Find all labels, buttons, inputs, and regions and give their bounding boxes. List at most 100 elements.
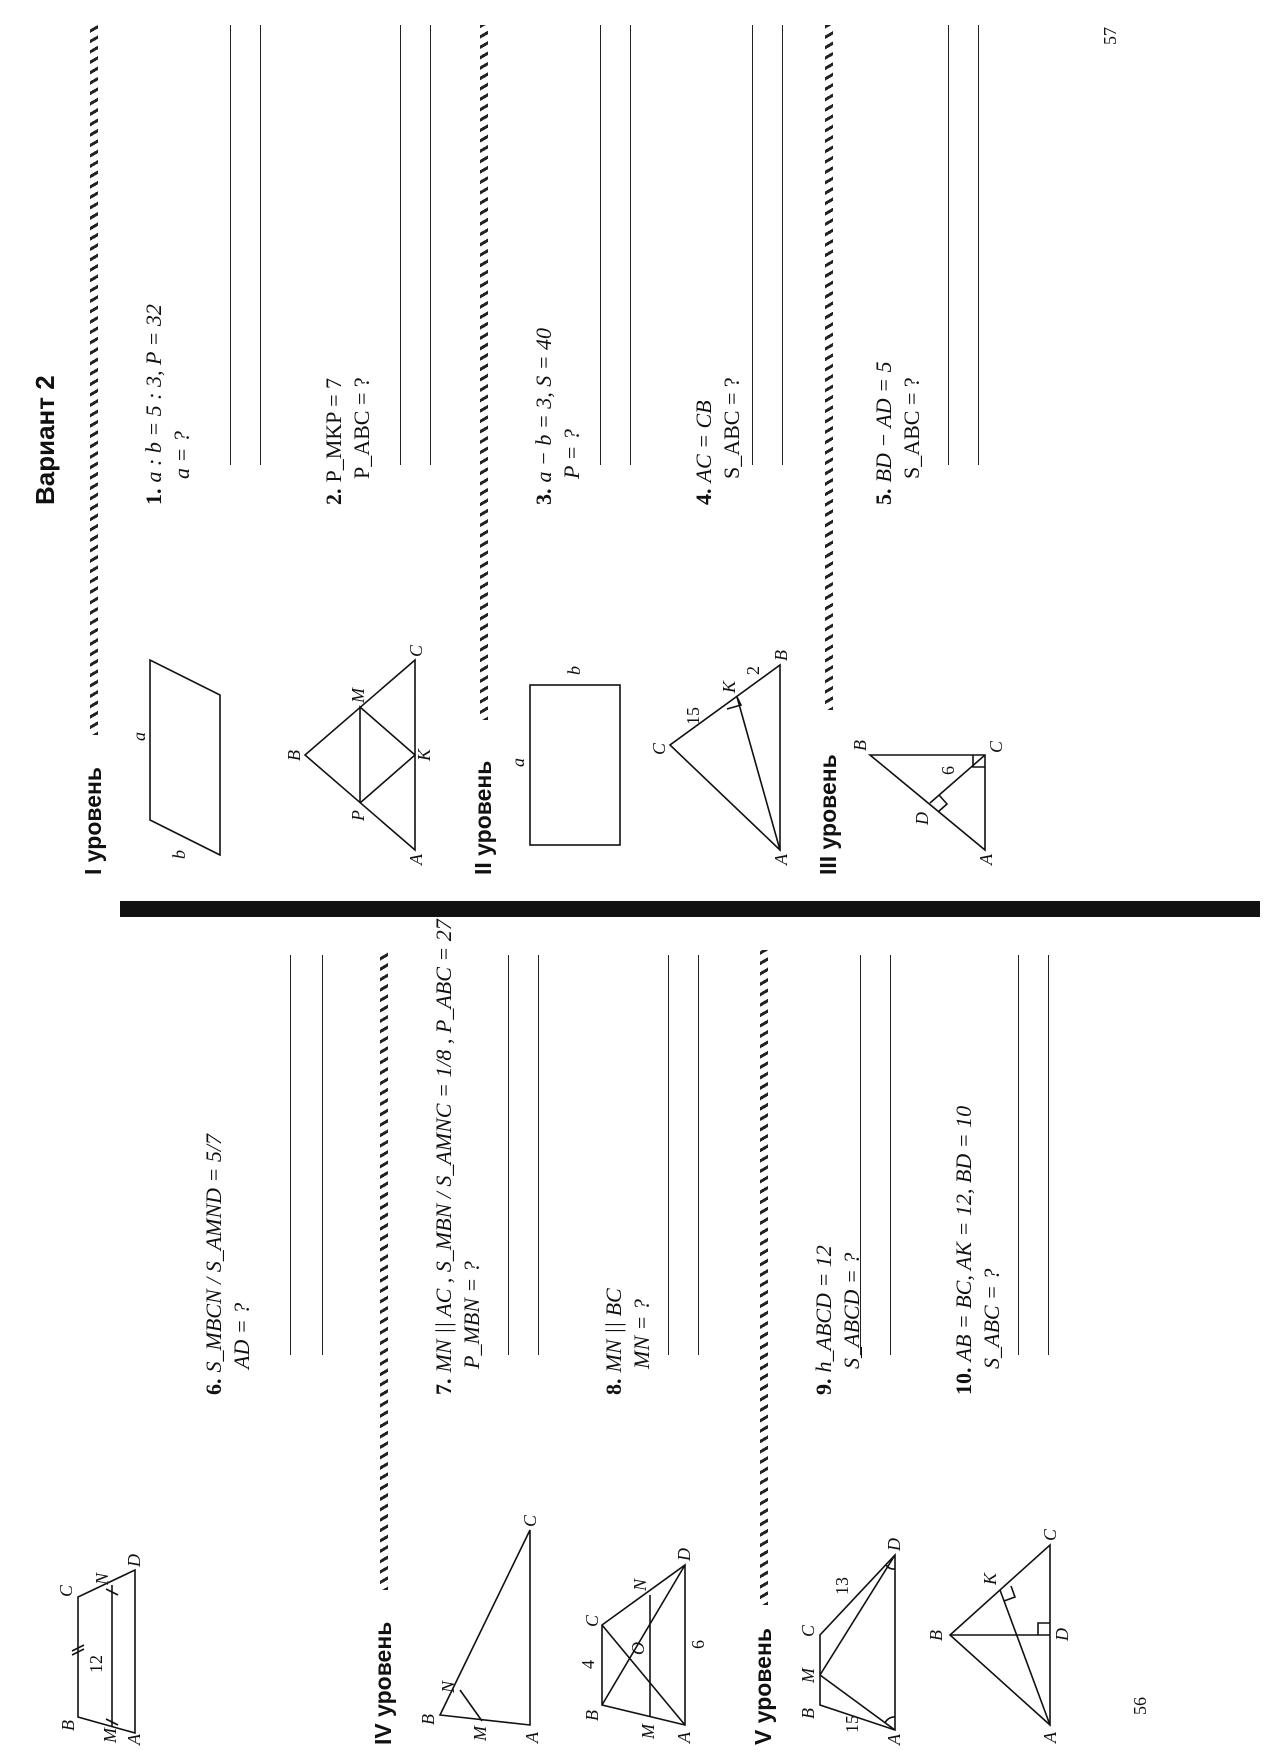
- answer-line: [508, 955, 509, 1355]
- label-15: 15: [683, 707, 703, 725]
- task-question: a = ?: [169, 431, 194, 479]
- label-C: C: [520, 1514, 540, 1527]
- label-N: N: [630, 1578, 650, 1592]
- figure-10-triangle: A B C D K: [926, 1528, 1072, 1744]
- answer-line: [782, 25, 783, 465]
- page-56: A B C D M N 12 6. S_MBCN / S_AMND = 5/7 A…: [0, 919, 1275, 1755]
- answer-line: [1018, 955, 1019, 1355]
- answer-line: [322, 955, 323, 1355]
- label-A: A: [884, 1733, 904, 1746]
- answer-line: [890, 955, 891, 1355]
- level-header-v: V уровень: [750, 1628, 776, 1745]
- task-question: AD = ?: [229, 1302, 254, 1369]
- answer-line: [752, 25, 753, 465]
- label-B: B: [582, 1710, 602, 1721]
- answer-line: [630, 25, 631, 465]
- label-N: N: [438, 1680, 458, 1694]
- task-given: MN || AC , S_MBN / S_AMNC = 1/8 , P_ABC …: [431, 919, 456, 1373]
- task-question: P_ABC = ?: [349, 377, 374, 479]
- answer-line: [948, 25, 949, 465]
- label-K: K: [414, 748, 434, 762]
- label-B: B: [58, 1720, 78, 1731]
- label-C: C: [56, 1584, 76, 1597]
- label-D: D: [912, 812, 932, 826]
- level-header-ii: II уровень: [470, 760, 496, 875]
- label-D: D: [884, 1538, 904, 1552]
- task-question: S_ABC = ?: [899, 377, 924, 479]
- level-header-iv: IV уровень: [370, 1621, 396, 1745]
- level-divider: [380, 950, 388, 1590]
- book-spine: [120, 901, 1260, 917]
- label-M: M: [470, 1725, 490, 1742]
- task-given: AB = BC, AK = 12, BD = 10: [951, 1105, 976, 1362]
- task-3: 3.a − b = 3, S = 40 P = ?: [530, 328, 586, 505]
- task-number: 6.: [201, 1378, 226, 1396]
- task-given: AC = CB: [691, 400, 716, 483]
- task-2: 2.P_MKP = 7 P_ABC = ?: [320, 377, 376, 505]
- label-A: A: [406, 853, 426, 866]
- label-6: 6: [688, 1640, 708, 1649]
- figure-2-triangle: A B C P M K: [284, 644, 434, 866]
- task-question: S_ABC = ?: [719, 377, 744, 479]
- task-given: a : b = 5 : 3, P = 32: [141, 304, 166, 483]
- label-M: M: [100, 1727, 120, 1744]
- answer-line: [538, 955, 539, 1355]
- figure-1-parallelogram: b a: [129, 658, 221, 859]
- label-A: A: [674, 1731, 694, 1744]
- label-13: 13: [832, 1577, 852, 1595]
- answer-line: [668, 955, 669, 1355]
- label-D: D: [674, 1548, 694, 1562]
- label-A: A: [522, 1731, 542, 1744]
- answer-line: [290, 955, 291, 1355]
- task-number: 10.: [951, 1367, 976, 1396]
- task-question: MN = ?: [629, 1299, 654, 1369]
- label-C: C: [649, 742, 669, 755]
- level-divider: [480, 25, 488, 720]
- answer-line: [400, 25, 401, 465]
- label-A: A: [124, 1733, 144, 1746]
- label-b: b: [169, 850, 189, 859]
- label-K: K: [719, 680, 739, 694]
- page-57: Вариант 2 I уровень b a 1.a : b = 5 : 3,…: [30, 25, 1120, 875]
- task-given: BD − AD = 5: [871, 361, 896, 483]
- page-number-right: 57: [1100, 27, 1120, 45]
- task-question: P = ?: [559, 429, 584, 479]
- task-given: S_MBCN / S_AMND = 5/7: [201, 1133, 226, 1373]
- label-B: B: [284, 750, 304, 761]
- task-6: 6. S_MBCN / S_AMND = 5/7 AD = ?: [200, 1134, 256, 1395]
- label-b: b: [564, 666, 584, 675]
- task-5: 5. BD − AD = 5 S_ABC = ?: [870, 362, 926, 505]
- task-number: 8.: [601, 1378, 626, 1396]
- variant-title: Вариант 2: [30, 375, 60, 505]
- answer-line: [430, 25, 431, 465]
- task-given: h_ABCD = 12: [811, 1245, 836, 1373]
- label-C: C: [582, 1614, 602, 1627]
- answer-line: [860, 955, 861, 1355]
- label-M: M: [348, 687, 368, 704]
- figure-9-trapezoid: A B C D M 15 13: [798, 1538, 904, 1746]
- task-given: P_MKP = 7: [321, 377, 346, 483]
- label-D: D: [124, 1554, 144, 1568]
- label-12: 12: [86, 1655, 106, 1673]
- answer-line: [230, 25, 231, 465]
- task-number: 5.: [871, 488, 896, 506]
- label-4: 4: [578, 1660, 598, 1669]
- level-divider: [825, 25, 833, 710]
- figure-4-triangle: A C B K 15 2: [649, 650, 791, 866]
- label-6: 6: [938, 766, 958, 775]
- page-number-left: 56: [1130, 1697, 1150, 1715]
- task-7: 7.MN || AC , S_MBN / S_AMNC = 1/8 , P_AB…: [430, 919, 486, 1395]
- label-A: A: [771, 853, 791, 866]
- level-divider: [760, 950, 768, 1605]
- task-4: 4.AC = CB S_ABC = ?: [690, 377, 746, 505]
- label-K: K: [980, 1572, 1000, 1586]
- answer-line: [978, 25, 979, 465]
- label-C: C: [798, 1624, 818, 1637]
- task-number: 3.: [531, 488, 556, 506]
- figure-8-trapezoid: A B C D M N O 4 6: [578, 1548, 708, 1744]
- answer-line: [600, 25, 601, 465]
- label-P: P: [348, 810, 368, 822]
- level-header-iii: III уровень: [815, 754, 841, 875]
